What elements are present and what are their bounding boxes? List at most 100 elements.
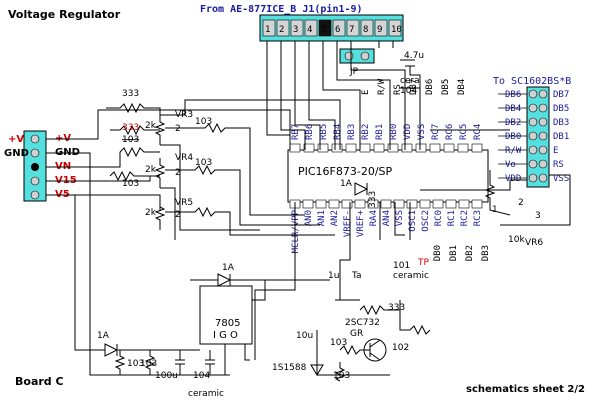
mcu-bottom-pin	[315, 199, 327, 209]
label-r333-top: 333	[122, 89, 139, 99]
title-voltage-regulator: Voltage Regulator	[8, 8, 121, 21]
j1-pin	[332, 19, 346, 37]
mcu-top-pin-label: RB6	[305, 124, 315, 140]
label-r333-red: 333	[122, 123, 139, 133]
label-r333-v: 333	[368, 191, 378, 208]
mcu-top-pin-label: RB7	[291, 124, 301, 140]
mcu-bottom-pin-label: AN4	[382, 210, 392, 226]
mcu-bottom-pin	[302, 199, 314, 209]
mcu-part: PIC16F873-20/SP	[298, 165, 393, 178]
title-sheet: schematics sheet 2/2	[466, 384, 585, 395]
label-cap-101: 101	[393, 261, 410, 271]
mcu-bottom-pin-label: RC0	[434, 210, 444, 226]
label-pot-2k-a: 2k	[145, 121, 157, 131]
lcd-pin	[538, 159, 548, 169]
label-r103-left: 103	[127, 359, 144, 369]
j1-pin-label: 1	[265, 25, 270, 35]
mcu-top-pin	[303, 143, 315, 153]
lcd-left-label: DB4	[505, 104, 521, 114]
mcu-bottom-pin-label: OSC1	[408, 210, 418, 232]
label-pot-pin-2: 2	[518, 198, 524, 208]
mcu-top-pin-label: VDD	[403, 124, 413, 140]
mcu-top-pin-label: RB4	[333, 124, 343, 140]
label-pot-pin-3: 3	[535, 211, 541, 221]
mcu-bottom-pin	[458, 199, 470, 209]
mcu-top-signal: R/W	[377, 78, 387, 95]
j1-pin-label: 5	[321, 25, 326, 35]
j1-pin	[262, 19, 276, 37]
mcu-bottom-pin-label: RC1	[447, 210, 457, 226]
mcu-bottom-pin	[393, 199, 405, 209]
mcu-top-signal: RS	[393, 84, 403, 95]
mcu-top-pin	[401, 143, 413, 153]
mcu-top-pin-label: RB1	[375, 124, 385, 140]
mcu-bottom-signal: DB1	[449, 245, 459, 261]
j1-pin-label: 4	[307, 25, 312, 35]
lcd-right-label: RS	[553, 160, 564, 170]
lcd-pin	[538, 103, 548, 113]
lcd-right-label: DB1	[553, 132, 569, 142]
mcu-top-pin-label: VSS	[417, 124, 427, 140]
mcu-bottom-pin	[471, 199, 483, 209]
mcu-top-pin-label: RB0	[389, 124, 399, 140]
label-pot-2k-b: 2k	[145, 165, 157, 175]
mcu-bottom-signal: DB3	[481, 245, 491, 261]
mcu-bottom-pin-label: RC2	[460, 210, 470, 226]
lcd-left-label: DB6	[505, 90, 521, 100]
lcd-pin	[538, 173, 548, 183]
mcu-bottom-pin	[380, 199, 392, 209]
lcd-left-label: Vo	[505, 160, 516, 170]
label-cap-ta: Ta	[351, 271, 362, 281]
label-r103-strike: 103	[122, 135, 139, 145]
mcu-top-pin	[443, 143, 455, 153]
lcd-right-label: VSS	[553, 174, 569, 184]
mcu-top-pin	[345, 143, 357, 153]
mcu-top-pin	[415, 143, 427, 153]
lcd-left-label: VDD	[505, 174, 521, 184]
lcd-pin	[538, 117, 548, 127]
label-zener: 1S1588	[272, 363, 307, 373]
mcu-top-pin	[387, 143, 399, 153]
mcu-top-signal: DB5	[441, 79, 451, 95]
label-cap-104-bot: 104	[193, 371, 210, 381]
mcu-top-pin-label: RB2	[361, 124, 371, 140]
label-tp: TP	[417, 258, 429, 268]
mcu-bottom-pin-label: VREF-	[343, 210, 353, 237]
label-pot-10k: 10k	[508, 235, 525, 245]
mcu-top-pin	[457, 143, 469, 153]
label-diode-1a: 1A	[340, 179, 353, 189]
lcd-pin	[528, 173, 538, 183]
label-cap-47u: 4.7u	[404, 51, 424, 61]
mcu-top-pin	[331, 143, 343, 153]
label-cap-1u: 1u	[328, 271, 339, 281]
mcu-top-pin-label: RB3	[347, 124, 357, 140]
mcu-top-signal: DB4	[457, 79, 467, 95]
label-vr5: VR5	[175, 198, 193, 208]
j1-pin-label: 9	[377, 25, 382, 35]
lcd-right-label: DB3	[553, 118, 569, 128]
lcd-left-label: DB2	[505, 118, 521, 128]
label-r103-t2: 103	[333, 371, 350, 381]
mcu-bottom-pin-label: MCLR/VPP	[291, 209, 301, 253]
lcd-pin	[538, 131, 548, 141]
mcu-top-pin-label: RC4	[473, 124, 483, 140]
label-r103-b: 103	[195, 158, 212, 168]
lcd-left-label: DB0	[505, 132, 521, 142]
mcu-bottom-pin-label: AN1	[317, 210, 327, 226]
mcu-bottom-pin	[367, 199, 379, 209]
wires	[46, 41, 571, 382]
mcu-bottom-signal: DB0	[433, 245, 443, 261]
lcd-pin	[528, 159, 538, 169]
mcu-top-pin-label: RB5	[319, 124, 329, 140]
mcu-bottom-pin	[341, 199, 353, 209]
label-transistor: 2SC732	[345, 318, 380, 328]
mcu-top-pin-label: RC5	[459, 124, 469, 140]
j1-pin	[304, 19, 318, 37]
mcu-bottom-pin	[432, 199, 444, 209]
mcu-bottom-pin-label: RA4	[369, 210, 379, 226]
mcu-bottom-pin	[419, 199, 431, 209]
label-transistor-gr: GR	[350, 329, 363, 339]
label-diode-1a-c: 1A	[97, 331, 110, 341]
title-from-connector: From AE-877ICE_B J1(pin1-9)	[200, 3, 363, 15]
